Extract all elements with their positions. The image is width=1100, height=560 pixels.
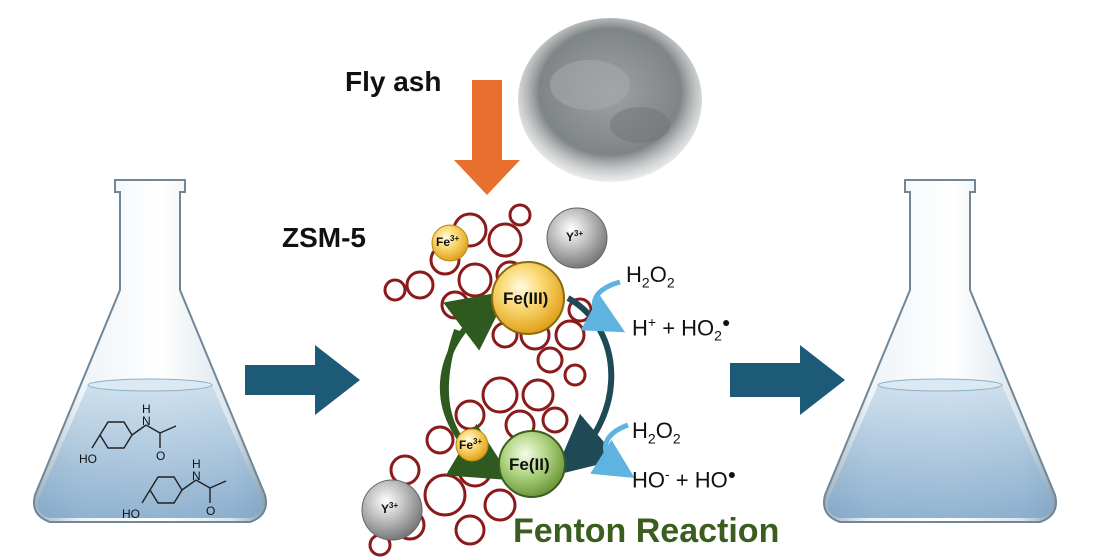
- molecule1-o: O: [156, 449, 166, 463]
- paracetamol-molecule-1: [91, 421, 177, 449]
- products-top: H+ + HO2●: [632, 314, 731, 344]
- fly-ash-arrow: [454, 80, 520, 195]
- fe3-small-sphere-top: [431, 224, 469, 262]
- molecule2-h: H: [192, 457, 201, 471]
- fly-ash-powder: [518, 18, 702, 182]
- products-bottom: HO- + HO●: [632, 466, 737, 493]
- fly-ash-label: Fly ash: [345, 66, 442, 97]
- y3-label-bottom: Y3+: [381, 501, 399, 516]
- process-arrow-left: [245, 345, 360, 415]
- h2o2-top: H2O2: [626, 262, 675, 291]
- molecule2-n: N: [192, 469, 201, 483]
- fe-ii-label: Fe(II): [509, 455, 550, 474]
- fe3-small-sphere-bottom: [455, 428, 489, 462]
- y3-sphere-bottom: [361, 479, 423, 541]
- fenton-reaction-title: Fenton Reaction: [513, 512, 780, 550]
- fe3-label-bottom: Fe3+: [459, 437, 483, 452]
- right-flask: [823, 179, 1057, 523]
- molecule1-ho: HO: [79, 452, 97, 466]
- h2o2-arrow-top: [580, 279, 626, 333]
- h2o2-arrow-bottom: [590, 422, 635, 478]
- h2o2-bottom: H2O2: [632, 418, 681, 447]
- fe-iii-sphere: [491, 261, 565, 335]
- fe3-label-top: Fe3+: [436, 234, 460, 249]
- y3-label-top: Y3+: [566, 229, 584, 244]
- y3-sphere-top: [546, 207, 608, 269]
- molecule1-h: H: [142, 402, 151, 416]
- molecule2-o: O: [206, 504, 216, 518]
- paracetamol-molecule-2: [141, 476, 227, 504]
- fe-iii-label: Fe(III): [503, 289, 549, 308]
- fe-ii-sphere: [498, 430, 566, 498]
- process-arrow-right: [730, 345, 845, 415]
- molecule1-n: N: [142, 414, 151, 428]
- left-flask: [33, 179, 267, 523]
- zsm5-label: ZSM-5: [282, 222, 366, 253]
- molecule2-ho: HO: [122, 507, 140, 521]
